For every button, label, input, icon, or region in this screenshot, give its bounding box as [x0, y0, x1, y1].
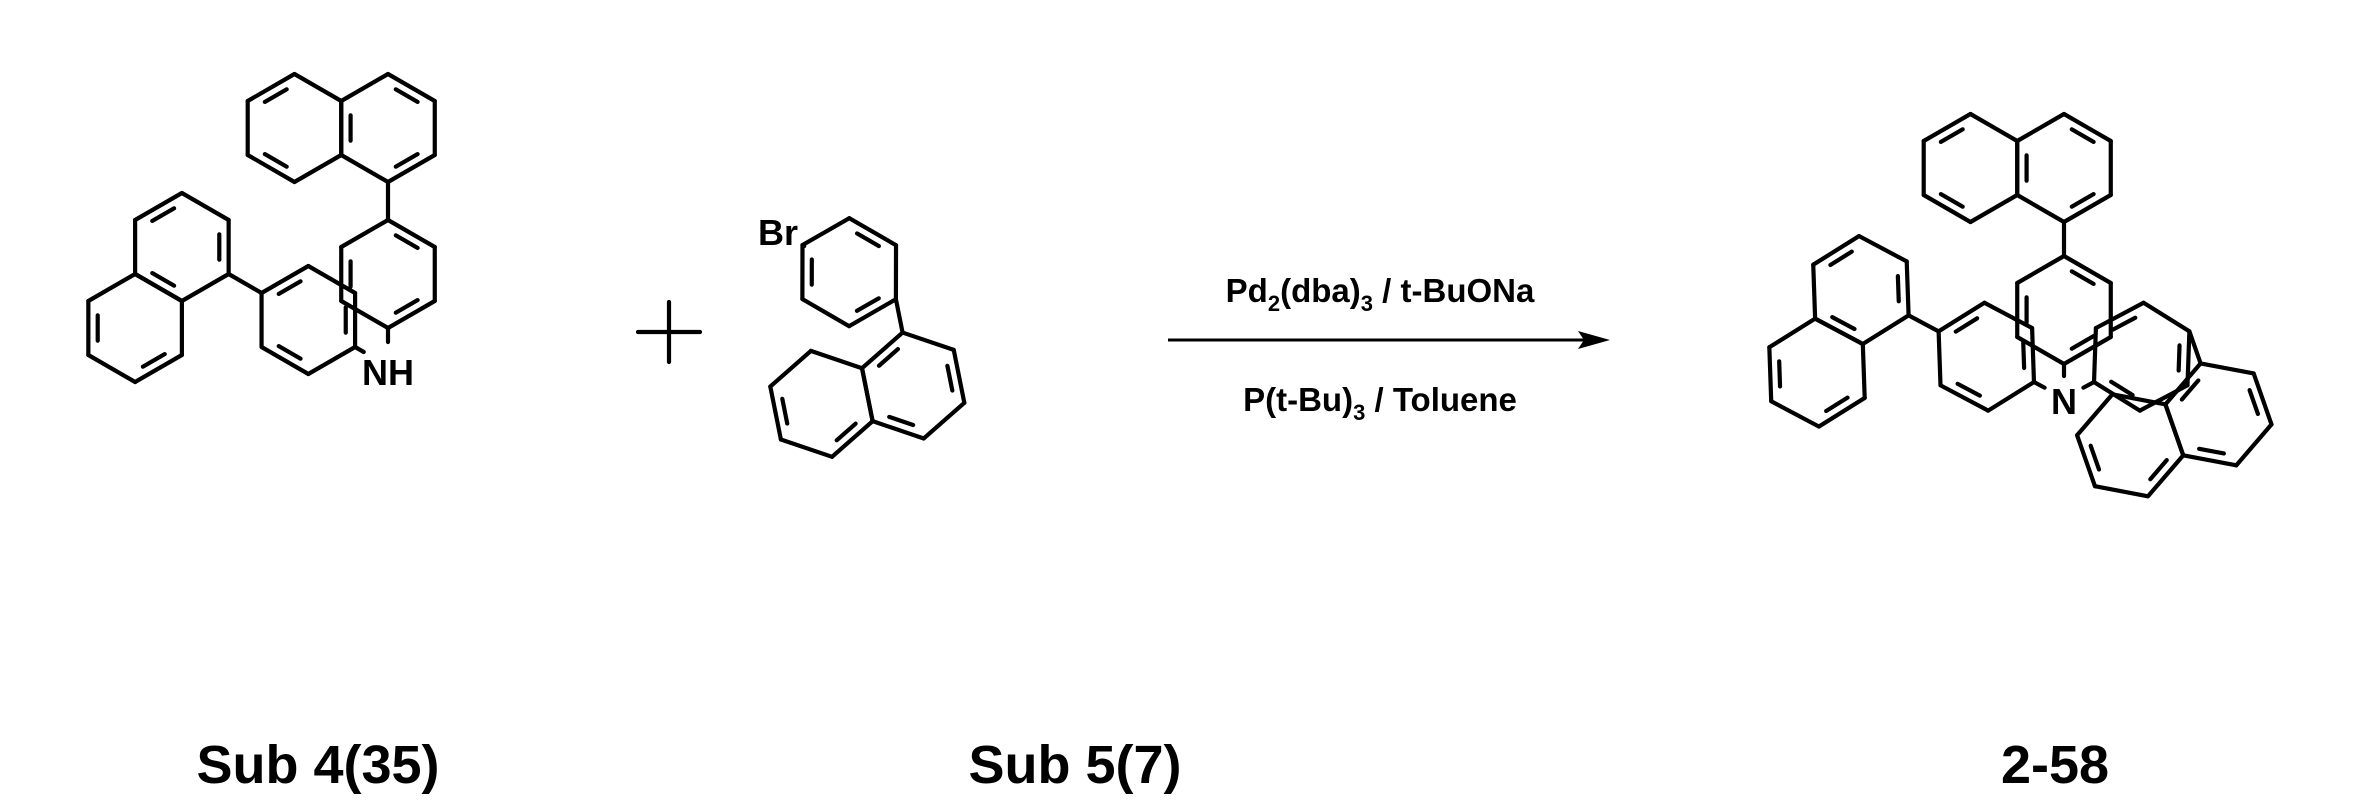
aromatic-double-bond — [889, 417, 913, 425]
ring-bond — [1863, 315, 1909, 344]
ring-bond — [182, 274, 229, 301]
aromatic-double-bond — [2250, 390, 2258, 414]
reactant-sub4-nh-label: NH — [362, 352, 414, 393]
reactant-sub4-bonds — [88, 74, 434, 382]
reactant-sub4-label: Sub 4(35) — [196, 735, 439, 795]
ring-bond — [341, 301, 388, 328]
ring-bond — [341, 220, 388, 247]
ring-bond — [802, 299, 849, 326]
ring-bond — [2077, 394, 2112, 435]
aromatic-double-bond — [2091, 446, 2099, 470]
ring-bond — [903, 333, 954, 350]
ring-bond — [1970, 114, 2017, 141]
ring-bond — [781, 440, 832, 457]
ring-bond — [862, 368, 873, 421]
ring-bond — [954, 350, 965, 403]
ring-bond — [811, 351, 862, 368]
reagent-line-2: P(t-Bu)3 / Toluene — [1243, 381, 1517, 425]
aromatic-double-bond — [2199, 449, 2224, 454]
single-bond — [802, 245, 804, 246]
ring-bond — [1863, 344, 1865, 398]
single-bond — [229, 274, 262, 293]
ring-bond — [2017, 195, 2064, 222]
ring-bond — [1769, 347, 1771, 401]
ring-bond — [1771, 401, 1819, 426]
ring-bond — [2236, 424, 2271, 465]
ring-bond — [2017, 256, 2064, 283]
product-2-58-bonds — [1769, 114, 2271, 496]
aromatic-double-bond — [782, 399, 787, 424]
plus-sign — [638, 302, 700, 362]
single-bond — [1909, 315, 1939, 331]
ring-bond — [294, 155, 341, 182]
reaction-arrow — [1168, 331, 1610, 349]
ring-bond — [308, 347, 355, 374]
ring-bond — [88, 355, 135, 382]
aromatic-double-bond — [2179, 345, 2180, 370]
aromatic-double-bond — [1779, 361, 1780, 386]
product-nitrogen-label: N — [2051, 381, 2077, 422]
ring-bond — [294, 74, 341, 101]
aromatic-double-bond — [947, 366, 952, 391]
ring-bond — [1907, 261, 1909, 315]
ring-bond — [802, 218, 849, 245]
single-bond — [896, 299, 903, 332]
aromatic-double-bond — [2023, 343, 2024, 368]
ring-bond — [2017, 114, 2064, 141]
single-bond — [2189, 331, 2200, 363]
reactant-sub5-bonds — [770, 218, 964, 457]
ring-bond — [1939, 331, 1941, 385]
ring-bond — [1769, 319, 1815, 348]
reactant-sub5-label: Sub 5(7) — [968, 735, 1181, 795]
product-2-58-label: 2-58 — [2001, 735, 2109, 795]
aromatic-double-bond — [1898, 276, 1899, 301]
ring-bond — [1859, 236, 1907, 261]
ring-bond — [1988, 382, 2034, 411]
ring-bond — [2183, 455, 2236, 465]
reactant-sub5-structure: Br — [758, 212, 964, 457]
ring-bond — [182, 193, 229, 220]
ring-bond — [308, 266, 355, 293]
product-2-58-structure: N — [1769, 114, 2271, 496]
ring-bond — [2254, 373, 2272, 424]
ring-bond — [770, 387, 781, 440]
single-bond — [2083, 382, 2094, 388]
single-bond — [2034, 382, 2045, 388]
ring-bond — [2077, 435, 2095, 486]
ring-bond — [873, 421, 924, 438]
ring-bond — [1970, 195, 2017, 222]
ring-bond — [88, 274, 135, 301]
ring-bond — [924, 403, 965, 439]
ring-bond — [2095, 486, 2148, 496]
ring-bond — [1813, 265, 1815, 319]
ring-bond — [2032, 328, 2034, 382]
ring-bond — [2165, 404, 2183, 455]
ring-bond — [2144, 303, 2190, 332]
ring-bond — [2201, 363, 2254, 373]
ring-bond — [341, 155, 388, 182]
reactant-sub4-structure: NH — [88, 74, 434, 393]
ring-bond — [2094, 328, 2096, 382]
ring-bond — [770, 351, 811, 387]
reactant-sub5-br-label: Br — [758, 212, 798, 253]
ring-bond — [341, 74, 388, 101]
reagent-line-1: Pd2(dba)3 / t-BuONa — [1226, 272, 1535, 316]
